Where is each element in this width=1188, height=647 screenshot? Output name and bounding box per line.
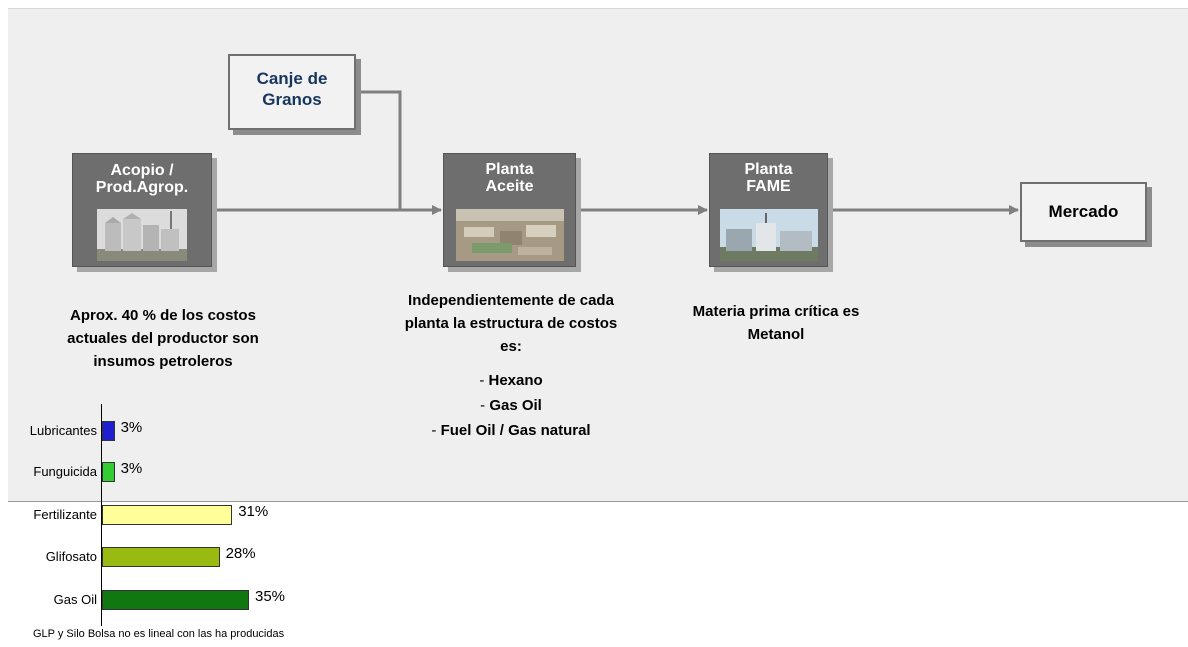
bar-fertilizante — [102, 505, 233, 525]
bar-funguicida — [102, 462, 115, 482]
silo-photo — [97, 209, 187, 261]
bar-glifosato — [102, 547, 220, 567]
cost-item-hexano: - Hexano — [479, 372, 543, 389]
planta-fame-node: Planta FAME — [709, 153, 828, 267]
bar-value-label: 3% — [120, 460, 143, 477]
bar-value-label: 35% — [255, 588, 286, 605]
cost-item-gas-oil: - Gas Oil — [480, 397, 542, 414]
bar-category-label: Gas Oil — [53, 592, 97, 607]
bar-gas-oil — [102, 590, 249, 610]
acopio-caption: Aprox. 40 % de los costos actuales del p… — [67, 307, 259, 370]
canje-de-granos-label: Canje de Granos — [256, 69, 328, 109]
mercado-box: Mercado — [1020, 182, 1147, 242]
fame-caption: Materia prima crítica es Metanol — [692, 303, 860, 343]
planta-aceite-node: Planta Aceite — [443, 153, 576, 267]
bar-category-label: Fertilizante — [33, 507, 97, 522]
aceite-cost-list: - Hexano - Gas Oil - Fuel Oil / Gas natu… — [400, 368, 622, 443]
connector-canje-aceite — [354, 90, 402, 210]
cost-item-fuel-oil: - Fuel Oil / Gas natural — [431, 422, 591, 439]
bar-lubricantes — [102, 421, 115, 441]
aceite-plant-photo — [456, 209, 564, 261]
chart-footnote: GLP y Silo Bolsa no es lineal con las ha… — [33, 628, 285, 640]
acopio-node: Acopio / Prod.Agrop. — [72, 153, 212, 267]
bar-category-label: Funguicida — [33, 464, 97, 479]
planta-fame-label: Planta FAME — [744, 161, 793, 195]
fame-plant-photo — [720, 209, 818, 261]
bar-value-label: 31% — [238, 503, 269, 520]
planta-aceite-label: Planta Aceite — [485, 161, 534, 195]
aceite-caption: Independientemente de cada planta la est… — [404, 292, 618, 355]
bar-value-label: 3% — [120, 419, 143, 436]
bar-category-label: Lubricantes — [29, 423, 97, 438]
bar-value-label: 28% — [225, 545, 256, 562]
acopio-label: Acopio / Prod.Agrop. — [95, 162, 189, 196]
canje-de-granos-box: Canje de Granos — [228, 54, 356, 130]
chart-axis-line — [101, 404, 102, 626]
mercado-label: Mercado — [1048, 202, 1119, 221]
bar-category-label: Glifosato — [45, 549, 97, 564]
